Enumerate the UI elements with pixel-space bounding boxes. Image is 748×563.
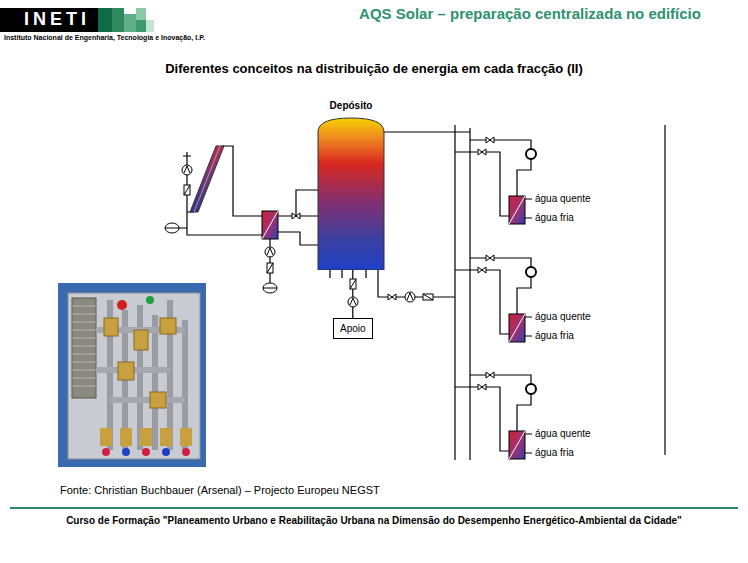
tank-label: Depósito [316,100,386,112]
heat-exchanger-symbol [509,196,525,224]
plate-exchanger [72,298,96,398]
pipe-label: água fria [535,447,574,459]
logo-square [112,8,124,32]
brass-fitting [160,318,176,334]
heat-exchanger-symbol [509,431,525,459]
three-way-valve-symbol [388,294,396,300]
pump-symbol [348,297,358,307]
check-valve-symbol [267,263,273,273]
three-way-valve-symbol [292,213,300,219]
meter-symbol [526,149,536,159]
logo-block [0,8,98,32]
brass-fitting [100,428,112,446]
pipe-label: água fria [535,212,574,224]
valve-symbol [478,384,486,390]
pipe-stub [330,270,366,278]
box-label: Apoio [340,322,366,335]
pipe-label: água fria [535,330,574,342]
valve-symbol [486,255,494,261]
valve-handle [142,448,150,456]
pipe [179,146,262,235]
pump-symbol [265,247,275,257]
brass-fitting [134,330,148,350]
valve-handle [182,448,190,456]
tank-outline [316,100,386,270]
check-valve-symbol [184,185,190,195]
photo-background [58,283,206,467]
pump-symbol [182,165,192,175]
slide-subtitle: Diferentes conceitos na distribuição de … [20,62,728,77]
valve-handle [117,300,127,310]
institute-name: Instituto Nacional de Engenharia, Tecnol… [4,34,205,42]
mounting-plate [68,293,200,459]
logo-square [98,8,112,32]
source-caption: Fonte: Christian Buchbauer (Arsenal) – P… [60,484,380,497]
valve-symbol [478,267,486,273]
brass-fitting [118,362,134,380]
check-valve-symbol [423,294,433,300]
meter-symbol [526,267,536,277]
process-box: Apoio [333,318,373,339]
pipe-label: água quente [535,311,591,323]
tank-body [318,118,384,270]
valve-handle [146,296,154,304]
storage-tank: Depósito [316,100,386,270]
expansion-vessel-symbol [263,283,277,293]
valve-handle [122,448,130,456]
station-pipes [110,300,185,450]
slide-title: AQS Solar – preparação centralizada no e… [355,5,705,23]
meter-symbol [526,384,536,394]
logo-square [136,20,146,32]
brass-fitting [140,428,152,446]
distribution-pipes [378,125,665,460]
logo-graphic [0,8,154,32]
valve-symbol [486,137,494,143]
footer-rule [10,507,738,509]
brass-fitting [150,392,166,408]
valve-symbol [486,372,494,378]
sensor-symbol [183,152,191,156]
heat-exchanger-symbol [509,314,525,342]
solar-loop [179,146,262,235]
valve-handle [162,448,170,456]
expansion-vessel-symbol [165,223,179,233]
logo-square [124,14,136,32]
logo-square [146,20,154,32]
pump-symbol [405,292,415,302]
brass-fitting [160,428,172,446]
exchanger-plates [72,306,96,386]
pipe-connector [352,270,353,318]
pipe-label: água quente [535,193,591,205]
brass-fitting [120,428,132,446]
station-photo [58,283,206,467]
brass-fitting [104,318,118,336]
solar-collector [190,146,224,212]
footer-text: Curso de Formação "Planeamento Urbano e … [40,515,708,527]
station-pipes [96,330,185,400]
brass-fitting [180,428,192,446]
check-valve-symbol [350,279,356,289]
logo-square [136,8,146,20]
riser-pipe [378,125,470,460]
logo-text: INETI [24,9,90,30]
heat-exchanger-symbol [262,211,278,239]
valve-symbol [478,149,486,155]
valve-handle [102,448,110,456]
pipe-label: água quente [535,428,591,440]
building-line [664,125,665,455]
collector-stripe [194,146,220,212]
